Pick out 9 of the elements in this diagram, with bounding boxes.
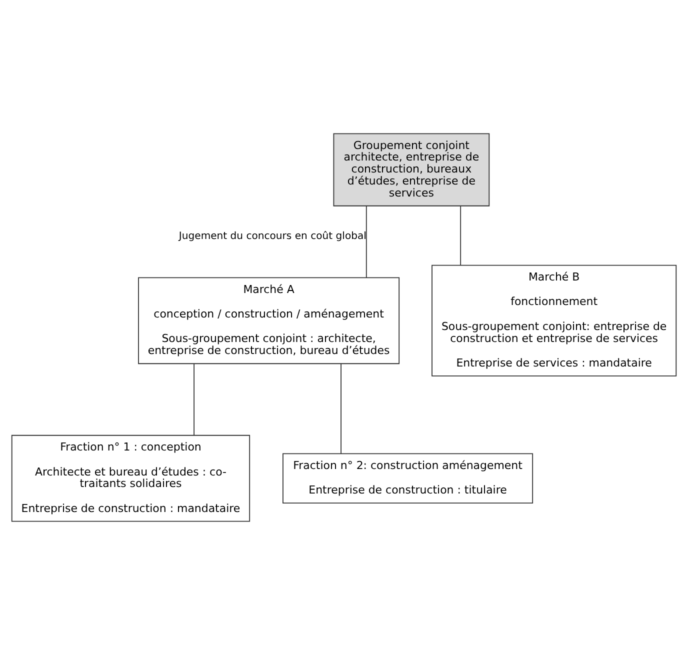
node-box: Marché B fonctionnement Sous-groupement conjoint: entreprise de construction et entreprise de services Entreprise de services : mandataire (432, 264, 677, 376)
connector (366, 205, 367, 278)
node-box: Fraction n° 2: construction aménagement Entreprise de construction : titulaire (282, 453, 534, 504)
node-box: Marché A conception / construction / aménagement Sous-groupement conjoint : architecte, entreprise de construction, bureau d’études (138, 277, 400, 364)
node-box: Groupement conjoint architecte, entreprise de construction, bureaux d’études, entreprise de services (333, 133, 490, 206)
connector (460, 205, 462, 266)
node-box: Fraction n° 1 : conception Architecte et bureau d’études : co-traitants solidaires Entreprise de construction : mandataire (11, 434, 250, 522)
edge-label: Jugement du concours en coût global (178, 230, 366, 242)
connector (340, 363, 342, 454)
